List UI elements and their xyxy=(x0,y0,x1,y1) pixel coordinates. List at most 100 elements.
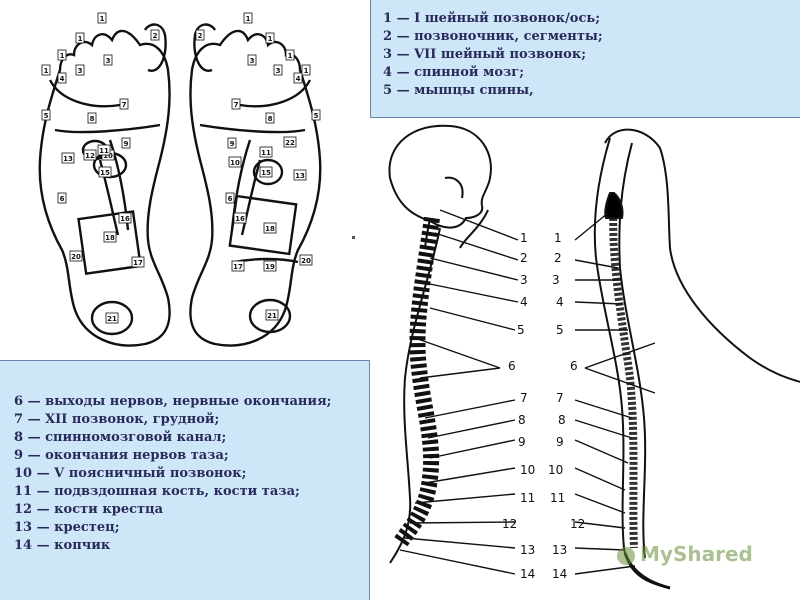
foot-zone-label: 13 xyxy=(295,172,305,180)
foot-zone-box xyxy=(98,166,112,178)
spine-number-right: 11 xyxy=(550,491,565,505)
legend-item: 14 — копчик xyxy=(14,538,111,553)
legend-item: 9 — окончания нервов таза; xyxy=(14,448,229,463)
foot-zone-label: 17 xyxy=(233,263,243,271)
legend-item: 8 — спинномозговой канал; xyxy=(14,430,227,445)
skull-outline xyxy=(388,124,492,229)
foot-zone-box xyxy=(69,250,83,262)
watermark-text: MyShared xyxy=(640,542,753,566)
foot-zone-box xyxy=(118,212,132,224)
foot-zone-box xyxy=(299,254,313,266)
spine-number-left: 11 xyxy=(520,491,535,505)
spine-number-left: 4 xyxy=(520,295,528,309)
spine-number-right: 9 xyxy=(556,435,564,449)
foot-zone-box xyxy=(87,112,97,124)
foot-zone-label: 7 xyxy=(122,101,127,109)
foot-zone-label: 20 xyxy=(71,253,81,261)
foot-zone-box xyxy=(265,309,279,321)
foot-zone-label: 9 xyxy=(230,140,235,148)
foot-zone-label: 21 xyxy=(107,315,117,323)
foot-zone-label: 8 xyxy=(268,115,273,123)
foot-zone-box xyxy=(75,32,85,44)
foot-zone-label: 1 xyxy=(60,52,65,60)
foot-zone-box xyxy=(293,169,307,181)
spine-number-right: 13 xyxy=(552,543,567,557)
spine-number-right: 12 xyxy=(570,517,585,531)
foot-zone-label: 18 xyxy=(105,234,115,242)
foot-zone-box xyxy=(75,64,85,76)
foot-zone-box xyxy=(150,29,160,41)
foot-zone-label: 12 xyxy=(85,152,95,160)
foot-zone-label: 10 xyxy=(230,159,240,167)
foot-zone-box xyxy=(259,166,273,178)
foot-zone-box xyxy=(265,32,275,44)
foot-zone-box xyxy=(103,231,117,243)
spine-number-right: 3 xyxy=(552,273,560,287)
foot-zone-label: 3 xyxy=(106,57,111,65)
legend-top-panel: 1 — I шейный позвонок/ось; 2 — позвоночн… xyxy=(370,0,800,118)
legend-item: 10 — V поясничный позвонок; xyxy=(14,466,247,481)
spine-number-right: 1 xyxy=(554,231,562,245)
legend-item: 7 — XII позвонок, грудной; xyxy=(14,412,220,427)
foot-zone-box xyxy=(131,256,145,268)
foot-zone-label: 1 xyxy=(268,35,273,43)
legend-item: 13 — крестец; xyxy=(14,520,120,535)
spine-number-right: 10 xyxy=(548,463,563,477)
spine-number-left: 13 xyxy=(520,543,535,557)
foot-zone-box xyxy=(259,146,273,158)
spine-number-right: 2 xyxy=(554,251,562,265)
foot-zone-label: 21 xyxy=(267,312,277,320)
foot-zone-label: 9 xyxy=(124,140,129,148)
foot-zone-box xyxy=(247,54,257,66)
foot-zone-box xyxy=(41,109,51,121)
foot-zone-box xyxy=(57,72,67,84)
foot-zone-box xyxy=(105,312,119,324)
foot-zone-box xyxy=(83,149,97,161)
foot-zone-box xyxy=(228,156,242,168)
spine-number-left: 8 xyxy=(518,413,526,427)
foot-zone-box xyxy=(61,152,75,164)
spine-number-left: 3 xyxy=(520,273,528,287)
legend-item: 2 — позвоночник, сегменты; xyxy=(383,29,603,44)
foot-zone-label: 16 xyxy=(120,215,130,223)
legend-item: 6 — выходы нервов, нервные окончания; xyxy=(14,394,332,409)
foot-zone-box xyxy=(41,64,51,76)
foot-zone-box xyxy=(121,137,131,149)
foot-zone-label: 22 xyxy=(285,139,295,147)
foot-zone-label: 8 xyxy=(90,115,95,123)
foot-zone-box xyxy=(263,260,277,272)
spine-number-left: 1 xyxy=(520,231,528,245)
foot-zone-box xyxy=(233,212,247,224)
foot-zone-box xyxy=(263,222,277,234)
spine-number-left: 5 xyxy=(517,323,525,337)
left-foot-outline xyxy=(38,29,171,347)
foot-zone-label: 15 xyxy=(100,169,110,177)
foot-zone-label: 19 xyxy=(265,263,275,271)
spine-number-right: 5 xyxy=(556,323,564,337)
foot-zone-label: 6 xyxy=(228,195,233,203)
foot-zone-label: 4 xyxy=(296,75,301,83)
foot-zone-box xyxy=(103,54,113,66)
foot-zone-label: 3 xyxy=(78,67,83,75)
foot-zone-label: 7 xyxy=(234,101,239,109)
spine-number-left: 12 xyxy=(502,517,517,531)
foot-zone-box xyxy=(97,12,107,24)
spine-number-right: 6 xyxy=(570,359,578,373)
foot-zone-box xyxy=(227,137,237,149)
foot-zone-box xyxy=(195,29,205,41)
foot-zone-label: 15 xyxy=(261,169,271,177)
watermark: MyShared xyxy=(617,542,753,566)
foot-zone-label: 3 xyxy=(276,67,281,75)
foot-zone-label: 13 xyxy=(63,155,73,163)
foot-zone-label: 6 xyxy=(60,195,65,203)
legend-top-list: 1 — I шейный позвонок/ось; 2 — позвоночн… xyxy=(383,10,800,100)
foot-zone-label: 1 xyxy=(44,67,49,75)
foot-zone-box xyxy=(293,72,303,84)
foot-zone-label: 17 xyxy=(133,259,143,267)
spine-column xyxy=(393,216,440,548)
spine-number-left: 10 xyxy=(520,463,535,477)
